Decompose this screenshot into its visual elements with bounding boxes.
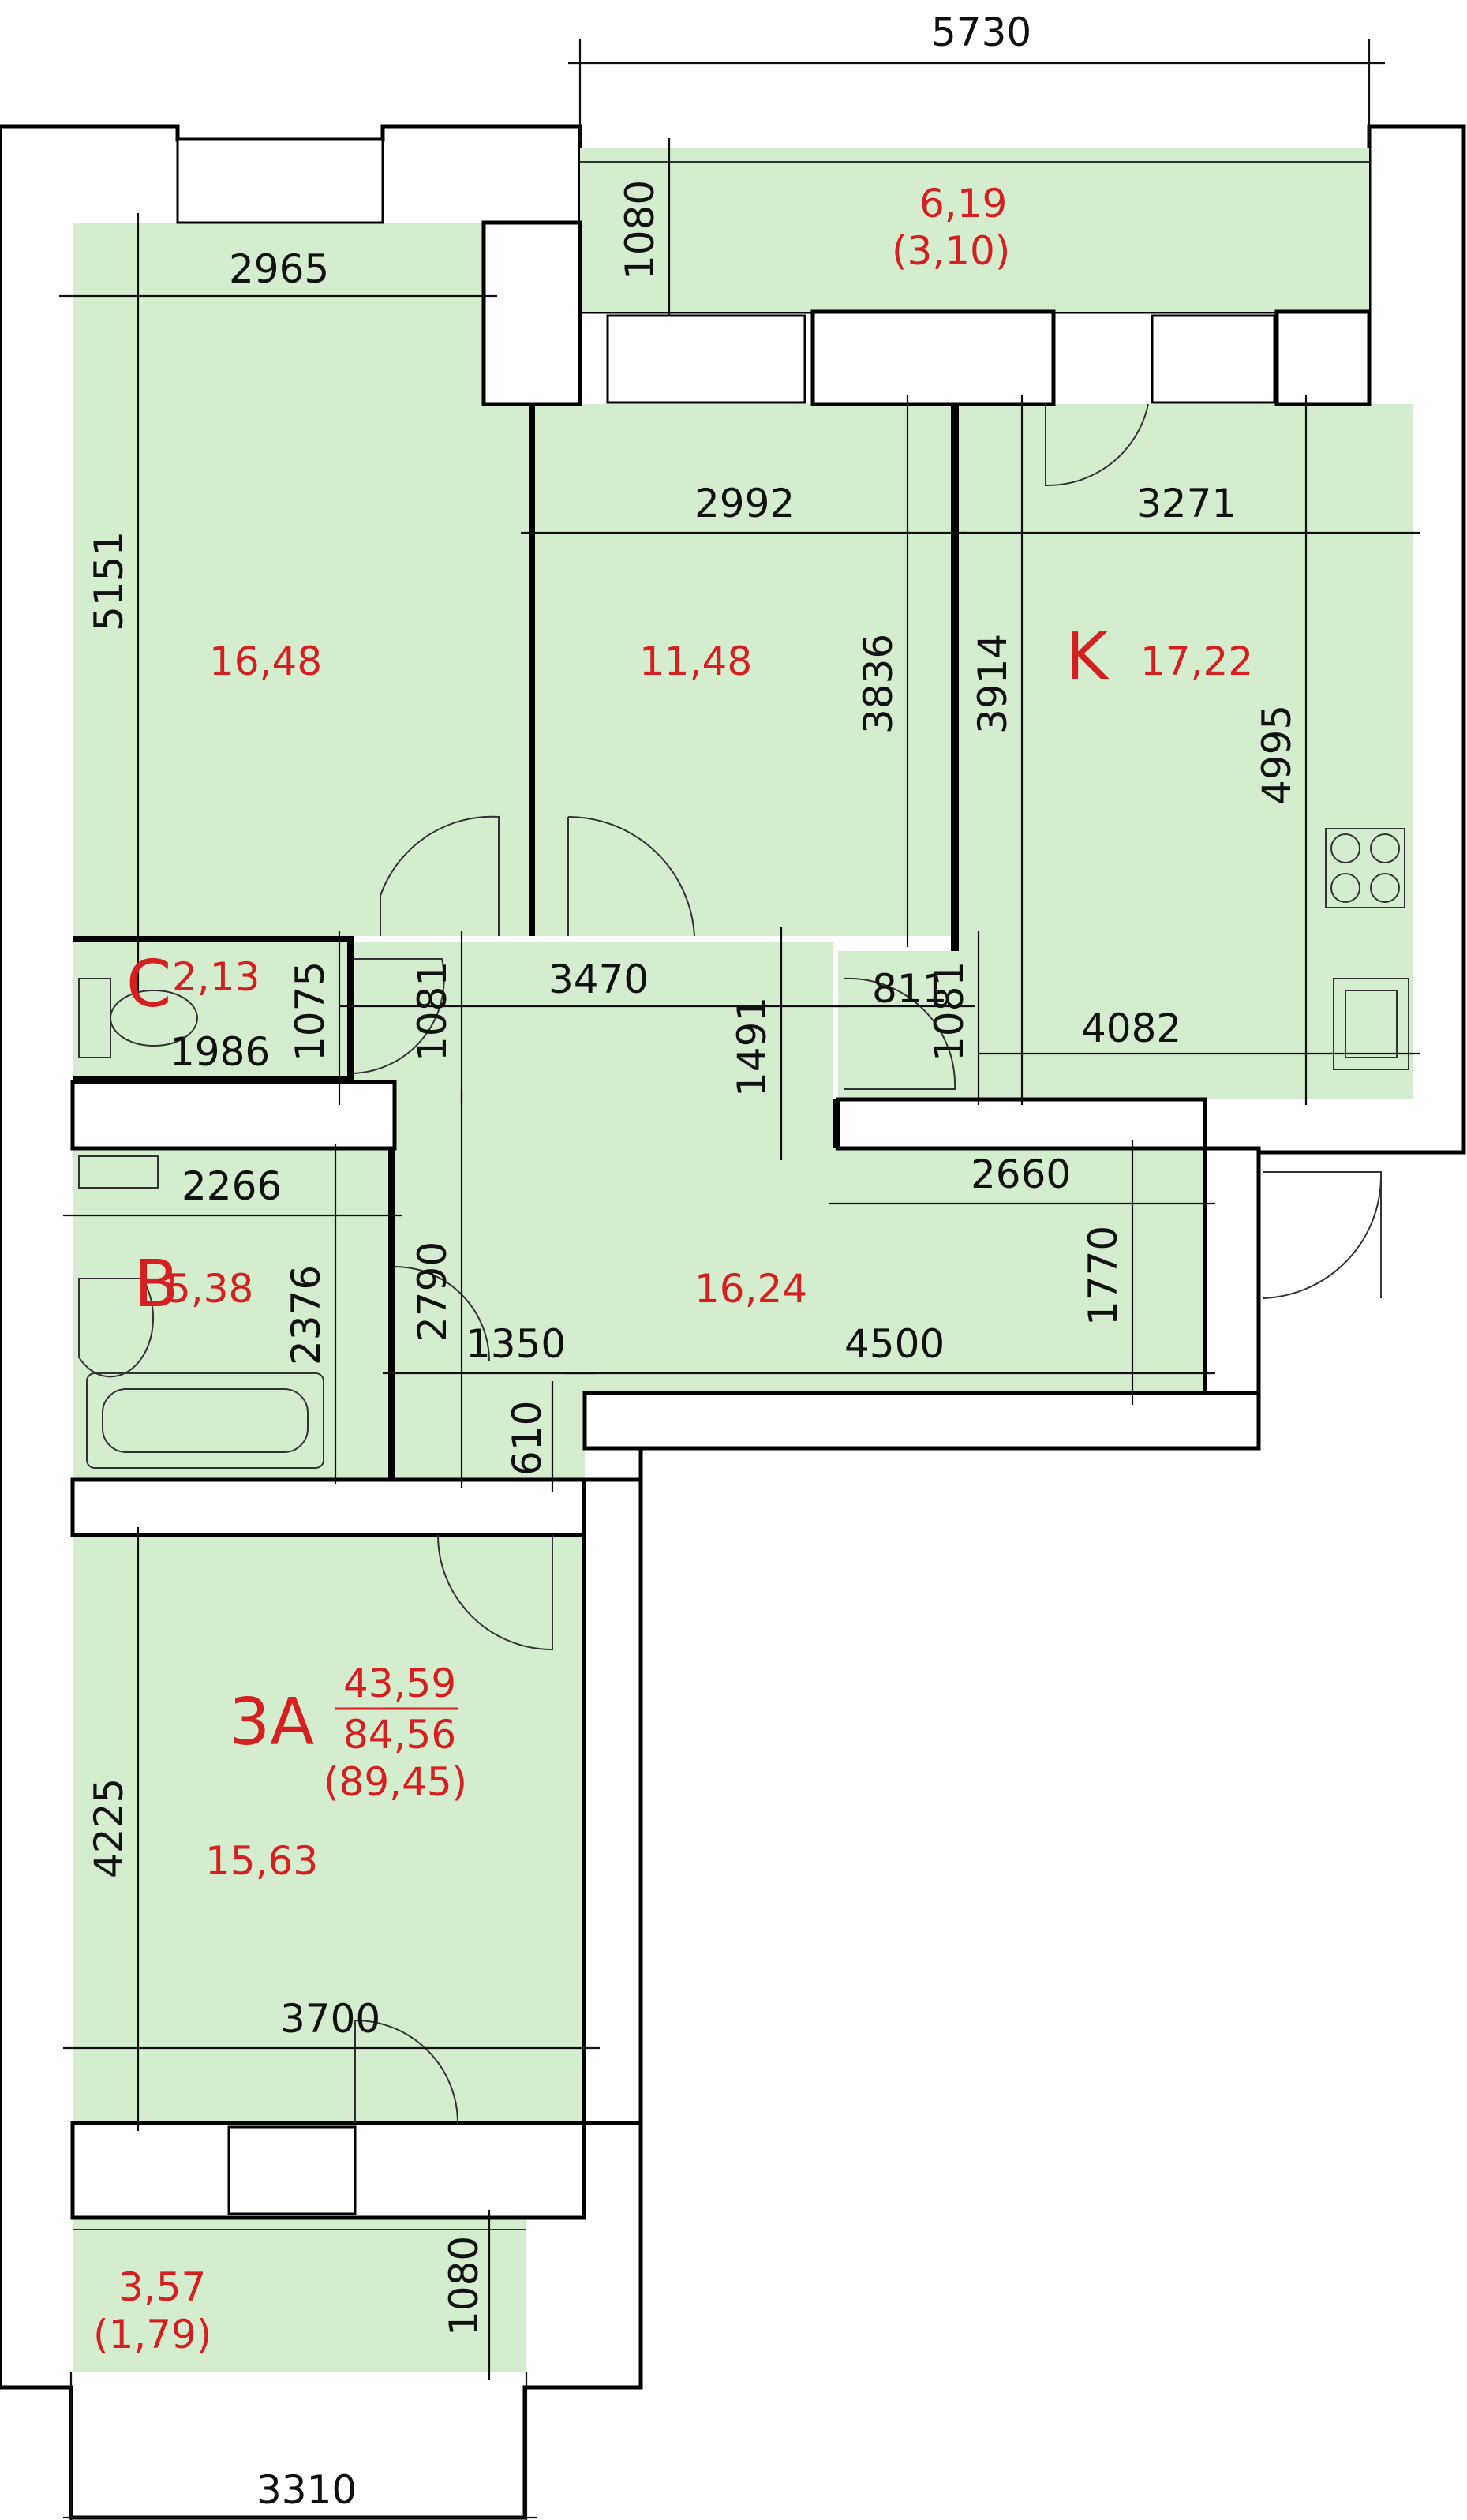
- bedroom-n-area: 11,48: [639, 638, 752, 684]
- sink-icon: [1333, 978, 1409, 1070]
- washbasin-icon: [78, 1278, 155, 1378]
- balcony-south-area: 3,57: [118, 2264, 206, 2310]
- dim-2965: 2965: [229, 246, 329, 292]
- toilet-icon: [78, 978, 198, 1058]
- dim-2266: 2266: [182, 1163, 282, 1209]
- dim-3836: 3836: [855, 634, 901, 734]
- dim-2790: 2790: [410, 1241, 455, 1342]
- bathtub-icon: [86, 1372, 324, 1469]
- dim-1986: 1986: [170, 1029, 270, 1075]
- dim-4500: 4500: [844, 1321, 945, 1367]
- window-bedroom-n: [606, 314, 806, 404]
- dimension-lines: [59, 39, 1420, 2520]
- fixtures: [78, 828, 1409, 1469]
- dim-1081-right: 1081: [926, 961, 972, 1062]
- hall-floor: [354, 942, 1205, 1480]
- window-kitchen: [1151, 314, 1276, 404]
- dim-4995: 4995: [1254, 705, 1300, 805]
- dim-811: 811: [872, 966, 947, 1012]
- apartment-label: 3A: [229, 1685, 314, 1760]
- toilet-area: 2,13: [172, 954, 260, 1000]
- dim-1080-bottom: 1080: [441, 2236, 487, 2336]
- kitchen-floor: [838, 404, 1413, 1099]
- apartment-total-with-balconies: (89,45): [324, 1759, 467, 1805]
- dimension-labels: 5730 1080 2965 5151 2992 3271 3836 3914 …: [86, 9, 1300, 2513]
- dim-5730: 5730: [931, 9, 1031, 55]
- bedroom-s-floor: [73, 1535, 584, 2123]
- window-bedroom-s: [227, 2125, 357, 2215]
- balcony-south-reduced: (1,79): [93, 2312, 211, 2357]
- bedroom-s-area: 15,63: [205, 1838, 318, 1884]
- dim-5151: 5151: [86, 531, 132, 631]
- dim-1080-top: 1080: [617, 180, 663, 280]
- toilet-letter: C: [126, 947, 171, 1022]
- windows: [73, 138, 1369, 2230]
- kitchen-letter: K: [1065, 620, 1110, 695]
- dim-1075: 1075: [287, 961, 333, 1062]
- dim-1770: 1770: [1080, 1226, 1126, 1326]
- stove-icon: [1325, 828, 1405, 908]
- dim-3310: 3310: [256, 2467, 357, 2513]
- bedroom-n-floor: [535, 404, 951, 936]
- apartment-total-area: 84,56: [343, 1712, 456, 1758]
- hall-area: 16,24: [694, 1266, 807, 1312]
- apartment-living-area: 43,59: [343, 1661, 456, 1706]
- kitchen-area: 17,22: [1140, 638, 1253, 684]
- dim-1491: 1491: [729, 997, 775, 1097]
- balcony-north-reduced: (3,10): [892, 228, 1010, 274]
- dim-2660: 2660: [971, 1151, 1071, 1197]
- dim-2376: 2376: [283, 1265, 329, 1365]
- dim-3700: 3700: [280, 1996, 380, 2042]
- balcony-north-floor: [580, 148, 1369, 312]
- dim-3914: 3914: [970, 634, 1016, 734]
- bedroom-nw-area: 16,48: [209, 638, 322, 684]
- dim-3470: 3470: [548, 957, 649, 1002]
- bathroom-letter: B: [134, 1247, 178, 1322]
- window-bedroom-nw: [176, 138, 384, 224]
- bathroom-area: 5,38: [166, 1266, 253, 1312]
- dim-2992: 2992: [694, 481, 795, 526]
- area-labels: 6,19 (3,10) 16,48 11,48 K 17,22 C 2,13 B…: [93, 181, 1253, 2357]
- bath-shelf: [78, 1155, 159, 1189]
- dim-610: 610: [504, 1401, 550, 1476]
- dim-1350: 1350: [466, 1321, 566, 1367]
- dim-1081-left: 1081: [410, 961, 455, 1062]
- dim-4082: 4082: [1081, 1005, 1181, 1051]
- balcony-north-area: 6,19: [919, 181, 1007, 227]
- bedroom-nw-floor: [73, 223, 529, 936]
- dim-4225: 4225: [86, 1778, 132, 1878]
- dim-3271: 3271: [1136, 481, 1237, 526]
- toilet-floor: [73, 942, 347, 1076]
- balcony-south-floor: [73, 2218, 526, 2372]
